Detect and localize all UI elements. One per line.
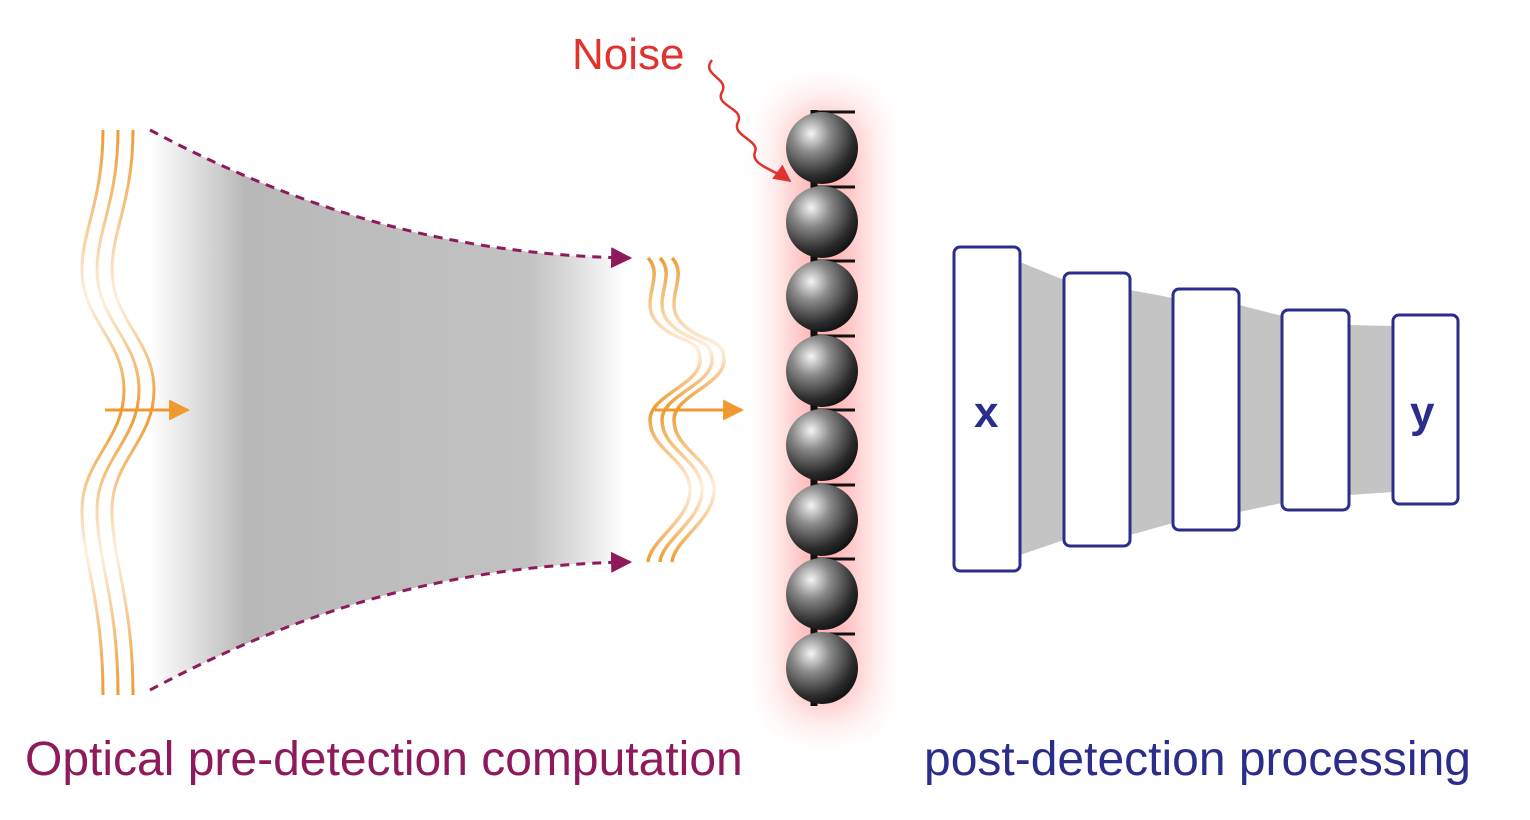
network-connections xyxy=(1020,262,1393,555)
detector-pixel xyxy=(786,632,858,704)
detector-pixel xyxy=(786,110,858,184)
optical-beam xyxy=(150,130,625,690)
beam-lower-path xyxy=(149,551,633,692)
optical-caption: Optical pre-detection computation xyxy=(25,733,743,786)
detector-pixel xyxy=(786,185,858,258)
input-wavefront xyxy=(80,129,156,696)
beam-upper-path xyxy=(149,128,633,269)
noise-label: Noise xyxy=(572,30,685,79)
network-layer-hidden-3 xyxy=(1280,308,1351,512)
detector-pixel xyxy=(786,259,858,332)
post-detection-caption: post-detection processing xyxy=(924,733,1471,786)
network-layer-input xyxy=(952,245,1022,573)
noise-arrow xyxy=(708,59,792,183)
output-layer-label: y xyxy=(1410,388,1435,437)
network-layer-output xyxy=(1391,313,1460,506)
input-layer-label: x xyxy=(974,388,999,437)
network-layer-hidden-2 xyxy=(1171,287,1241,532)
detector-pixel xyxy=(786,334,858,407)
detector-pixel xyxy=(786,557,858,630)
detector-array xyxy=(786,110,858,706)
output-wavefront xyxy=(646,256,726,563)
network-layer-hidden-1 xyxy=(1062,271,1132,548)
detector-pixel xyxy=(786,483,858,556)
detector-pixel xyxy=(786,408,858,481)
